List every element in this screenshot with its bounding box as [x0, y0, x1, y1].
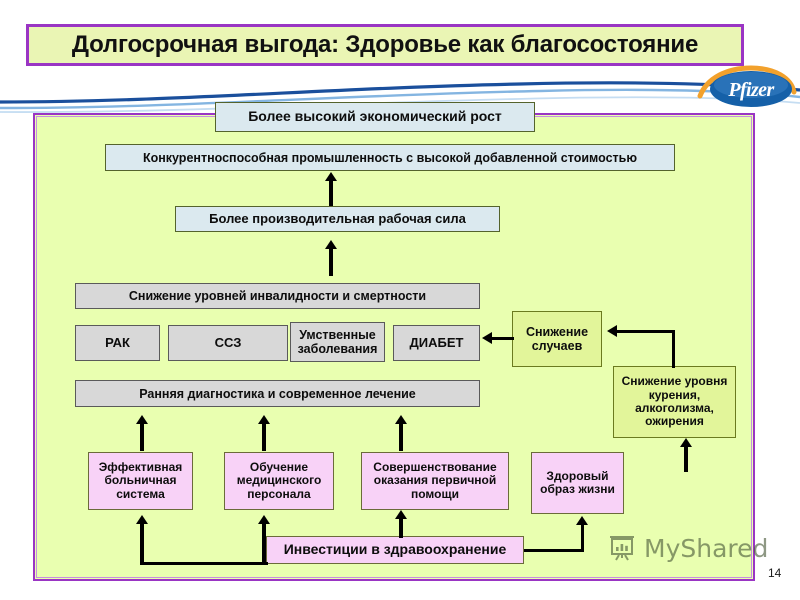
arrow-health-to-workforce-head [325, 240, 337, 249]
arrow-workforce-to-industry-head [325, 172, 337, 181]
node-label: Более высокий экономический рост [248, 108, 502, 125]
arrow-primarycare-to-diagnosis-shaft [399, 423, 403, 451]
arrow-cases-to-diabetes-head [482, 332, 492, 344]
arrow-lifestyle-to-riskfactors-shaft [684, 446, 688, 472]
arrow-investment-bus-left [140, 562, 268, 565]
node-label: Инвестиции в здравоохранение [283, 541, 507, 558]
node-label: Совершенствование оказания первичной пом… [373, 459, 497, 501]
node-cancer[interactable]: РАК [75, 325, 160, 361]
node-label: ССЗ [214, 334, 242, 350]
arrow-hospital-to-diagnosis-shaft [140, 423, 144, 451]
svg-text:Pfizer: Pfizer [727, 79, 774, 101]
node-label: Более производительная рабочая сила [209, 210, 466, 226]
page-title: Долгосрочная выгода: Здоровье как благос… [71, 31, 699, 58]
node-label: Здоровый образ жизни [540, 468, 615, 496]
pfizer-logo: Pfizer [697, 65, 797, 107]
node-reduce-disability-mortality[interactable]: Снижение уровней инвалидности и смертнос… [75, 283, 480, 309]
arrow-training-to-diagnosis-shaft [262, 423, 266, 451]
node-mental-illness[interactable]: Умственные заболевания [290, 322, 385, 362]
arrow-riskfactors-to-cases-horizontal [617, 330, 675, 333]
node-reduce-cases[interactable]: Снижение случаев [512, 311, 602, 367]
arrow-investment-to-hospital-shaft [140, 523, 144, 565]
node-healthy-lifestyle[interactable]: Здоровый образ жизни [531, 452, 624, 514]
node-label: Конкурентноспособная промышленность с вы… [142, 150, 638, 165]
arrow-health-to-workforce-shaft [329, 248, 333, 276]
node-label: Ранняя диагностика и современное лечение [139, 386, 416, 401]
node-label: Снижение уровня курения, алкоголизма, ож… [621, 374, 728, 429]
watermark-label: MyShared [644, 533, 769, 563]
arrow-riskfactors-to-cases-vertical [672, 330, 675, 368]
myshared-watermark: MyShared [608, 533, 768, 563]
arrow-primarycare-to-diagnosis-head [395, 415, 407, 424]
node-early-diagnosis[interactable]: Ранняя диагностика и современное лечение [75, 380, 480, 407]
node-primary-care-improvement[interactable]: Совершенствование оказания первичной пом… [361, 452, 509, 510]
node-competitive-industry[interactable]: Конкурентноспособная промышленность с вы… [105, 144, 675, 171]
node-healthcare-investment[interactable]: Инвестиции в здравоохранение [266, 536, 524, 564]
node-diabetes[interactable]: ДИАБЕТ [393, 325, 480, 361]
arrow-investment-to-hospital-head [136, 515, 148, 524]
node-label: РАК [105, 334, 130, 350]
arrow-riskfactors-to-cases-head [607, 325, 617, 337]
node-label: Снижение случаев [525, 325, 589, 353]
slide-title-box: Долгосрочная выгода: Здоровье как благос… [26, 24, 744, 66]
arrow-hospital-to-diagnosis-head [136, 415, 148, 424]
page-number: 14 [768, 566, 782, 580]
node-label: Обучение медицинского персонала [236, 459, 322, 501]
node-reduce-risk-factors[interactable]: Снижение уровня курения, алкоголизма, ож… [613, 366, 736, 438]
arrow-investment-bus-right [524, 549, 584, 552]
node-effective-hospital-system[interactable]: Эффективная больничная система [88, 452, 193, 510]
arrow-investment-to-primarycare-shaft [399, 518, 403, 538]
arrow-investment-to-lifestyle-shaft [581, 524, 584, 552]
node-cardiovascular-disease[interactable]: ССЗ [168, 325, 288, 361]
node-label: Эффективная больничная система [98, 459, 183, 501]
arrow-investment-to-training-shaft [262, 523, 266, 563]
node-medical-staff-training[interactable]: Обучение медицинского персонала [224, 452, 334, 510]
arrow-lifestyle-to-riskfactors-head [680, 438, 692, 447]
node-label: ДИАБЕТ [409, 334, 464, 350]
arrow-investment-to-lifestyle-head [576, 516, 588, 525]
presentation-board-icon [610, 536, 634, 561]
arrow-cases-to-diabetes-shaft [492, 337, 514, 340]
node-label: Умственные заболевания [297, 328, 378, 356]
arrow-investment-to-training-head [258, 515, 270, 524]
arrow-investment-to-primarycare-head [395, 510, 407, 519]
node-economic-growth[interactable]: Более высокий экономический рост [215, 102, 535, 132]
arrow-workforce-to-industry-shaft [329, 180, 333, 206]
node-label: Снижение уровней инвалидности и смертнос… [128, 289, 427, 303]
arrow-training-to-diagnosis-head [258, 415, 270, 424]
node-productive-workforce[interactable]: Более производительная рабочая сила [175, 206, 500, 232]
